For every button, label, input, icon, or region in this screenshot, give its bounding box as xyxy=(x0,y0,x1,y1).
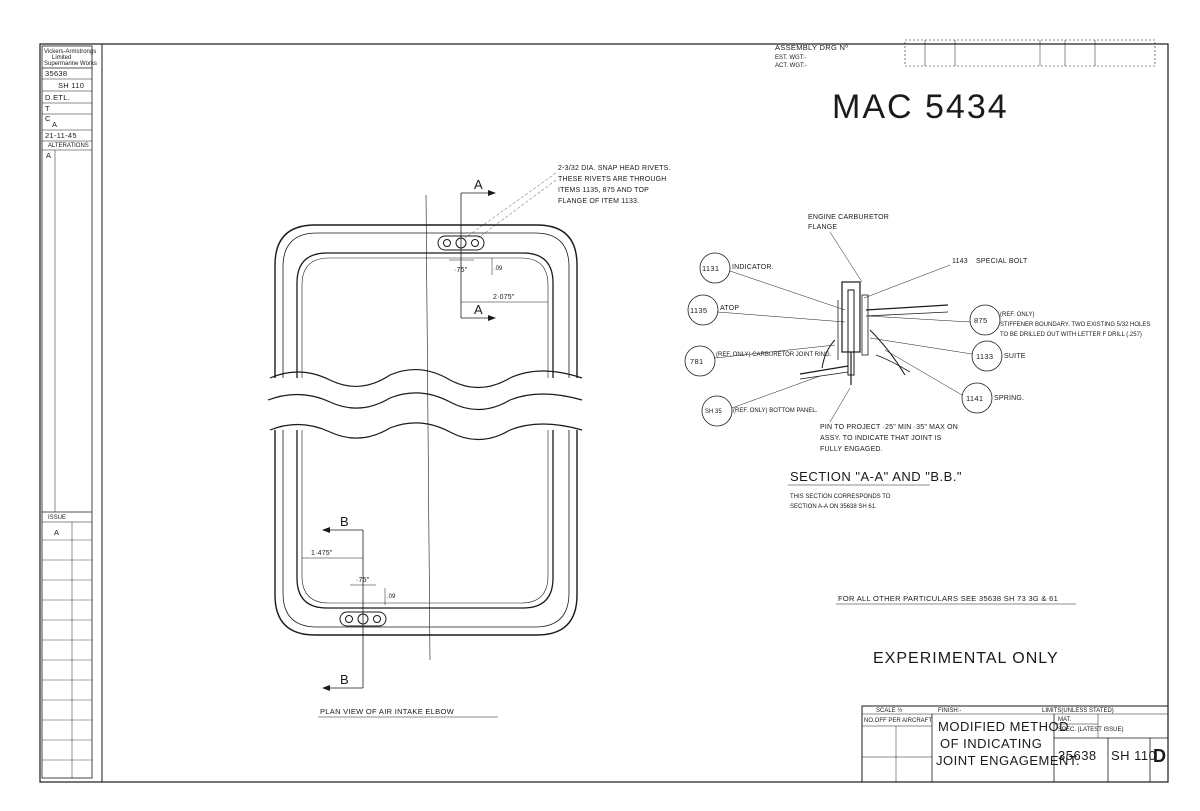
pin-note-line-2: ASSY. TO INDICATE THAT JOINT IS xyxy=(820,435,942,442)
act-wt-label: ACT. WGT:- xyxy=(775,63,807,69)
drawing-number: 35638 xyxy=(1058,748,1097,763)
engine-flange-label-1: ENGINE CARBURETOR xyxy=(808,214,889,221)
sidebar-row-4: T xyxy=(45,104,50,113)
spec-label: SPEC. (LATEST ISSUE) xyxy=(1058,727,1123,733)
section-b-arrow-bottom xyxy=(322,685,330,691)
section-view: ENGINE CARBURETOR FLANGE 1131 INDICATOR.… xyxy=(684,214,1150,510)
rivet-note-line-1: 2-3/32 DIA. SNAP HEAD RIVETS. xyxy=(558,165,671,172)
sidebar-header-1: Vickers-Armstrongs xyxy=(44,49,96,55)
callout-1135-text: ATOP xyxy=(720,305,739,312)
callout-bubble-1133 xyxy=(971,340,1003,372)
callout-bubble-1131 xyxy=(699,252,731,284)
section-b-top-label: B xyxy=(340,514,349,529)
sheet-border xyxy=(39,43,1169,783)
callout-1131-text: INDICATOR. xyxy=(732,264,774,271)
dim-75-bottom: ·75" xyxy=(356,577,370,584)
callout-1141-num: 1141 xyxy=(966,394,983,403)
sidebar-alteration-letter: A xyxy=(46,151,51,160)
section-b-arrow-top xyxy=(322,527,330,533)
section-b-bottom-label: B xyxy=(340,672,349,687)
callout-781-num: 781 xyxy=(690,357,703,366)
no-off-label: NO.OFF PER AIRCRAFT xyxy=(864,718,932,724)
sidebar-issue-grid xyxy=(42,539,92,761)
sidebar-issue-label: ISSUE xyxy=(48,515,66,521)
title-line-3: JOINT ENGAGEMENT. xyxy=(936,753,1080,768)
callout-1135-num: 1135 xyxy=(690,306,707,315)
mat-label: MAT. xyxy=(1058,717,1072,723)
particulars-note: FOR ALL OTHER PARTICULARS SEE 35638 SH 7… xyxy=(838,594,1058,603)
callout-bubble-1135 xyxy=(687,294,719,326)
experimental-only: EXPERIMENTAL ONLY xyxy=(873,650,1059,667)
callout-1143-num: 1143 xyxy=(952,258,968,265)
sidebar-row-2: SH 110 xyxy=(58,81,84,90)
sidebar-issue-letter: A xyxy=(54,528,59,537)
sidebar-row-5: C xyxy=(45,114,51,123)
callout-bubble-sh35 xyxy=(701,395,733,427)
plan-view: A A ·75" .09 2·075" B B 1·475" ·75" .09 xyxy=(267,177,583,718)
dim-75-top: ·75" xyxy=(454,267,468,274)
callout-bubble-1141 xyxy=(961,382,993,414)
callout-781-text: (REF. ONLY) CARBURETOR JOINT RING. xyxy=(716,352,832,358)
callout-1133-text: SUITE xyxy=(1004,353,1026,360)
callout-1133-num: 1133 xyxy=(976,352,993,361)
callout-875-num: 875 xyxy=(974,316,987,325)
title-line-1: MODIFIED METHOD xyxy=(938,719,1069,734)
sidebar-row-1: 35638 xyxy=(45,69,67,78)
section-a-arrow-bottom xyxy=(488,315,496,321)
rivet-note-line-4: FLANGE OF ITEM 1133. xyxy=(558,198,639,205)
dim-1475: 1·475" xyxy=(311,550,333,557)
finish-label: FINISH:- xyxy=(938,708,961,714)
callout-1141-text: SPRING. xyxy=(994,395,1024,402)
callout-1143-text: SPECIAL BOLT xyxy=(976,258,1028,265)
callout-sh35-num: SH 35 xyxy=(705,409,722,415)
callout-bubble-781 xyxy=(684,345,716,377)
pin-note-line-1: PIN TO PROJECT ·25" MIN ·35" MAX ON xyxy=(820,424,958,431)
rivet-note-line-3: ITEMS 1135, 875 AND TOP xyxy=(558,187,649,194)
callout-bubble-875 xyxy=(969,304,1001,336)
est-wt-label: EST. WGT:- xyxy=(775,55,806,61)
sidebar-row-3: D.ETL. xyxy=(45,93,70,102)
stiffener-note-line-2: TO BE DRILLED OUT WITH LETTER F DRILL (.… xyxy=(1000,332,1142,338)
stiffener-note-line-1: STIFFENER BOUNDARY. TWO EXISTING 5/32 HO… xyxy=(1000,322,1150,328)
sidebar-alterations-label: ALTERATIONS xyxy=(48,143,89,149)
issue-letter: D xyxy=(1153,746,1166,766)
dim-small-top: .09 xyxy=(494,266,503,272)
drawing-number-large: MAC 5434 xyxy=(832,88,1009,126)
engine-flange-label-2: FLANGE xyxy=(808,224,837,231)
rivet-note-line-2: THESE RIVETS ARE THROUGH xyxy=(558,176,667,183)
callout-875-text: (REF. ONLY) xyxy=(1000,312,1035,318)
sidebar-header-3: Supermarine Works xyxy=(44,61,97,67)
section-a-bottom-label: A xyxy=(474,302,483,317)
section-note-line-2: SECTION A-A ON 35638 SH 61. xyxy=(790,504,877,510)
pin-note-line-3: FULLY ENGAGED. xyxy=(820,446,883,453)
title-line-2: OF INDICATING xyxy=(940,736,1042,751)
assembly-header: ASSEMBLY DRG Nº EST. WGT:- ACT. WGT:- MA… xyxy=(775,39,1156,126)
title-block: SCALE ½ FINISH:- LIMITS(UNLESS STATED) N… xyxy=(861,705,1169,783)
sidebar-date: 21-11-45 xyxy=(45,131,77,140)
callout-sh35-text: (REF. ONLY) BOTTOM PANEL. xyxy=(733,408,818,414)
section-a-top-label: A xyxy=(474,177,483,192)
section-a-arrow-top xyxy=(488,190,496,196)
sidebar-header-2: Limited xyxy=(52,55,71,61)
rivet-note: 2-3/32 DIA. SNAP HEAD RIVETS. THESE RIVE… xyxy=(464,165,671,239)
plan-view-title: PLAN VIEW OF AIR INTAKE ELBOW xyxy=(320,707,455,716)
section-note-line-1: THIS SECTION CORRESPONDS TO xyxy=(790,494,891,500)
callout-1131-num: 1131 xyxy=(702,264,719,273)
dim-2075: 2·075" xyxy=(493,294,515,301)
limits-label: LIMITS(UNLESS STATED) xyxy=(1042,708,1114,714)
sidebar-row-6: A xyxy=(52,120,57,129)
scale-label: SCALE ½ xyxy=(876,707,902,714)
sidebar-block: Vickers-Armstrongs Limited Supermarine W… xyxy=(41,45,97,779)
assembly-drg-label: ASSEMBLY DRG Nº xyxy=(775,43,848,52)
sheet-number: SH 110 xyxy=(1111,748,1156,763)
section-title: SECTION "A-A" AND "B.B." xyxy=(790,469,962,484)
dim-small-bottom: .09 xyxy=(387,594,396,600)
